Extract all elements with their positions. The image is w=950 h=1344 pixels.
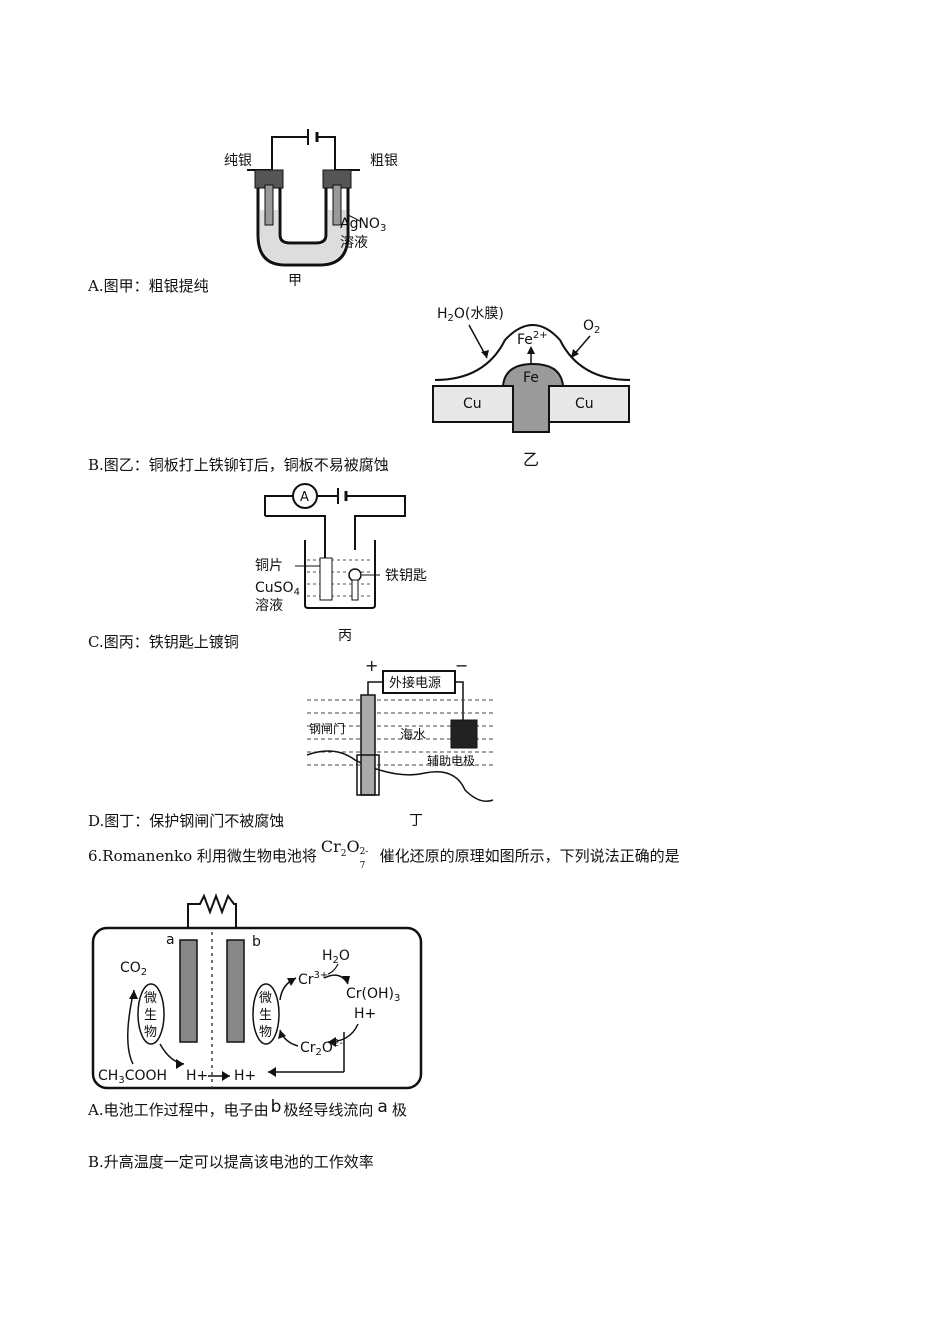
fe-ion-label: Fe2+ [517, 330, 548, 348]
q6-text-after: 催化还原的原理如图所示，下列说法正确的是 [379, 847, 680, 865]
copper-plate-right [544, 385, 630, 423]
cr2o7-label: Cr2O2- [300, 1038, 343, 1058]
power-label: 外接电源 [389, 675, 441, 691]
letter-b: b [270, 1097, 282, 1117]
copper-label: 铜片 [255, 558, 283, 574]
option-b-q6: B.升高温度一定可以提高该电池的工作效率 [88, 1153, 374, 1171]
oxygen-label: O2 [583, 318, 600, 336]
iron-key-head [348, 568, 362, 582]
gate-base [356, 754, 380, 796]
agno3-label: AgNO3 [340, 216, 386, 234]
option-a-jia: A.图甲：粗银提纯 [88, 277, 209, 295]
microbe-right-char-1: 微 [259, 991, 272, 1006]
iron-rivet [501, 362, 565, 433]
microbe-left-char-3: 物 [144, 1025, 157, 1040]
cu-left-label: Cu [463, 396, 482, 412]
jia-wire [271, 136, 308, 170]
jia-caption: 甲 [288, 273, 302, 289]
microbe-left-char-2: 生 [144, 1008, 157, 1023]
copper-sheet [319, 557, 333, 601]
crude-silver-electrode [332, 184, 342, 226]
seabed [306, 750, 494, 802]
pure-silver-label-1: 纯银 [224, 153, 252, 169]
ding-caption: 丁 [409, 813, 423, 827]
microbe-left-char-1: 微 [144, 991, 157, 1006]
copper-plate-left [432, 385, 524, 423]
electrode-a-label: a [166, 932, 175, 948]
ammeter-label: A [300, 490, 309, 505]
rivet-label: Fe [523, 370, 539, 386]
h-plus-top: H+ [354, 1006, 376, 1022]
figure-jia: 纯银 粗银 AgNO3 溶液 甲 [224, 129, 398, 289]
option-d-ding: D.图丁：保护钢闸门不被腐蚀 [88, 812, 285, 830]
option-c-bing: C.图丙：铁钥匙上镀铜 [88, 633, 239, 651]
h2o-label: H2O [322, 948, 350, 966]
cuso4-solution-label: 溶液 [255, 598, 283, 614]
pure-silver-electrode [264, 184, 274, 226]
figure-yi: H2O(水膜) O2 Fe2+ Fe Cu Cu 乙 [432, 306, 631, 469]
crude-silver-label: 粗银 [370, 153, 398, 169]
electrode-b-label: b [252, 934, 261, 950]
jia-wire-right [317, 136, 336, 170]
yi-caption: 乙 [523, 450, 539, 469]
gate-label: 钢闸门 [309, 721, 345, 736]
u-tube [256, 185, 350, 267]
co2-label: CO2 [120, 960, 147, 978]
resistor-wire [187, 893, 237, 940]
water-film-label: H2O(水膜) [437, 306, 504, 324]
cuso4-label: CuSO4 [255, 580, 300, 598]
electrode-a [179, 939, 198, 1043]
steel-gate [360, 694, 376, 796]
cr3-label: Cr3+ [298, 970, 328, 988]
acetic-acid-label: CH3COOH [98, 1068, 167, 1086]
solution-label: 溶液 [340, 235, 368, 251]
iron-key-label: 铁钥匙 [385, 568, 427, 584]
aux-electrode-label: 辅助电极 [427, 754, 475, 768]
option-b-yi: B.图乙：铜板打上铁铆钉后，铜板不易被腐蚀 [88, 456, 389, 474]
figure-ding: + − 外接电源 钢闸门 海水 辅助电极 丁 [306, 656, 494, 827]
croh3-label: Cr(OH)3 [346, 986, 400, 1004]
electrode-b [226, 939, 245, 1043]
microbe-left [137, 983, 165, 1045]
q6-text-before: 6.Romanenko 利用微生物电池将 [88, 847, 317, 865]
microbe-right-char-2: 生 [259, 1008, 272, 1023]
beaker [304, 540, 376, 609]
water-film-curve [434, 324, 631, 381]
iron-key-shaft [351, 579, 359, 601]
figure-bing: A 铜片 CuSO4 溶液 铁钥匙 丙 [255, 483, 427, 644]
bing-caption: 丙 [338, 628, 352, 644]
microbe-right [252, 983, 280, 1045]
seawater-label: 海水 [400, 728, 426, 743]
cu-right-label: Cu [575, 396, 594, 412]
h-plus-left: H+ [186, 1068, 208, 1084]
letter-a: a [377, 1097, 388, 1117]
auxiliary-electrode [450, 719, 478, 749]
plus-sign: + [365, 656, 378, 675]
minus-sign: − [455, 656, 468, 675]
h-plus-right: H+ [234, 1068, 256, 1084]
microbial-cell-figure: a b CO2 微 生 物 CH3COOH H+ H+ 微 生 物 Cr3+ H… [91, 893, 423, 1090]
microbe-right-char-3: 物 [259, 1025, 272, 1040]
